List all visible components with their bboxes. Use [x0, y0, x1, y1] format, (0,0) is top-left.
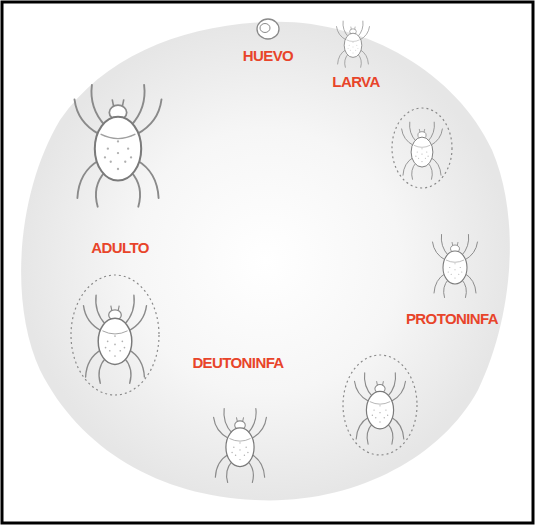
adult-mite	[75, 85, 162, 207]
molting-larva	[392, 108, 452, 188]
molting-deutonymph	[71, 275, 159, 395]
egg	[257, 19, 279, 39]
stage-label: LARVA	[332, 74, 379, 89]
molting-protonymph	[343, 355, 417, 455]
ground-blob	[21, 22, 510, 501]
stage-label: HUEVO	[243, 48, 293, 63]
protonymph-mite	[433, 235, 478, 298]
stage-label: PROTONINFA	[406, 311, 498, 326]
stage-label: DEUTONINFA	[192, 355, 283, 370]
larva-mite	[337, 21, 370, 67]
deutonymph-mite	[214, 409, 267, 483]
stage-label: ADULTO	[91, 240, 149, 255]
